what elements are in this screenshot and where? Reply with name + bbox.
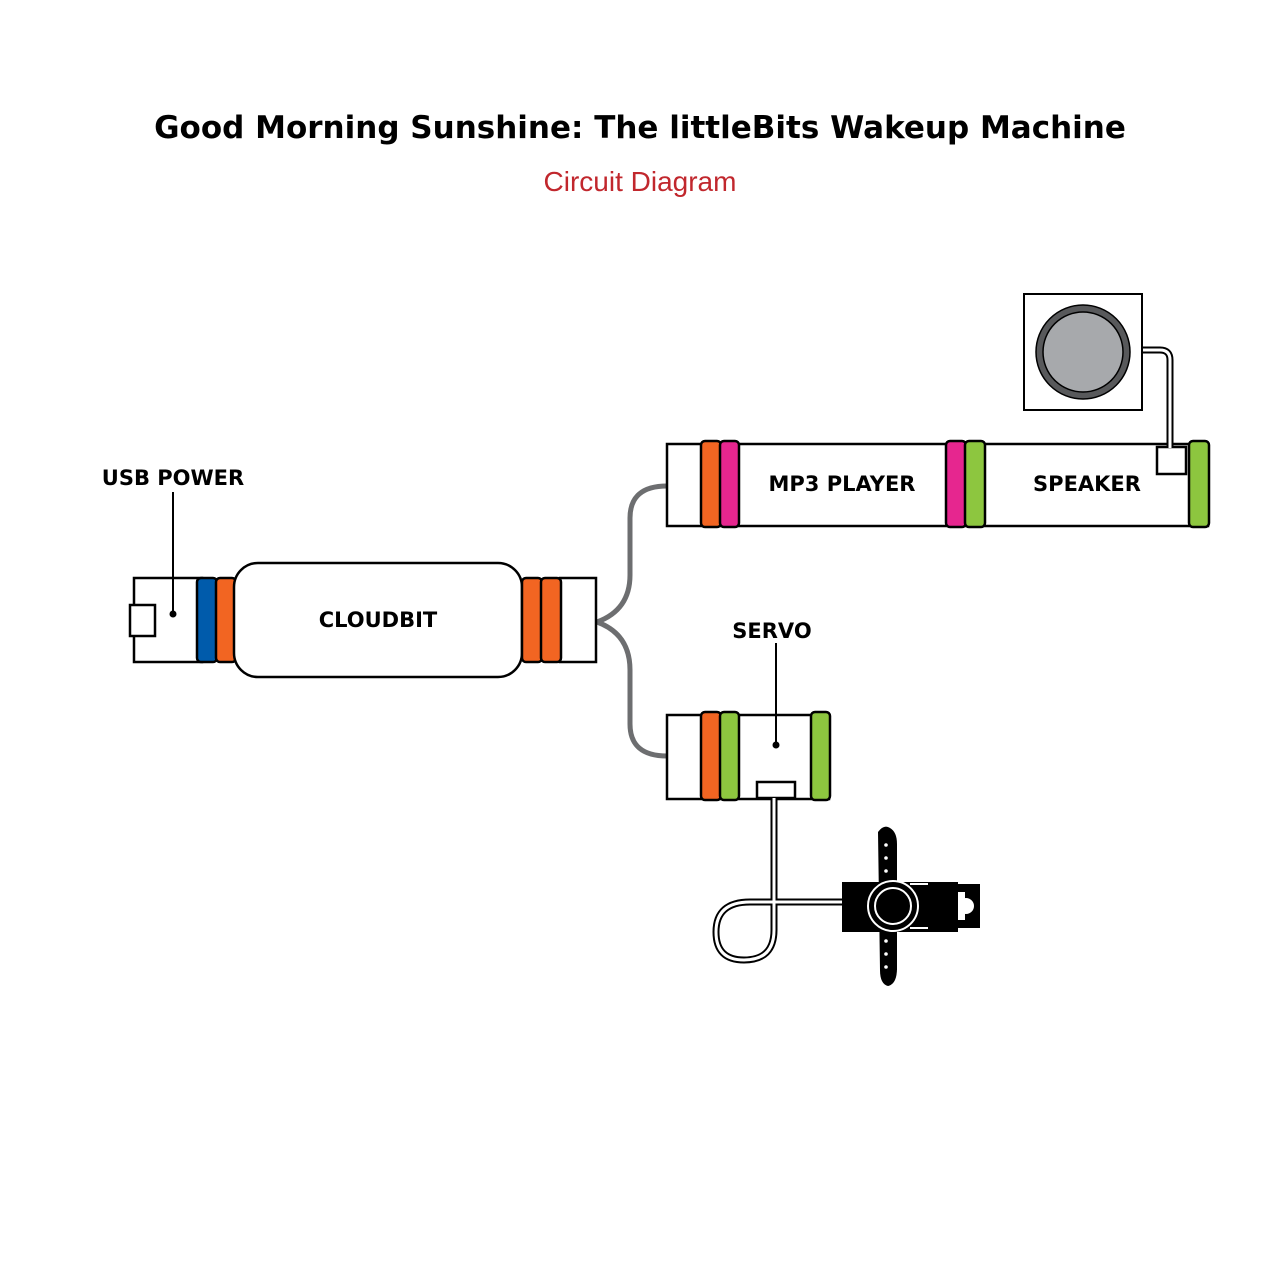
servo-module [665, 710, 832, 802]
speaker-device-icon [1023, 293, 1174, 448]
speaker-jack [1155, 445, 1188, 476]
power-connector-blue [195, 576, 219, 664]
cloudbit-connector-orange-1 [520, 576, 544, 664]
servo-connector-orange [699, 710, 723, 802]
mp3-speaker-chain [665, 439, 1211, 529]
mp3-player-label: MP3 PLAYER [769, 472, 916, 496]
cloudbit-module [232, 561, 598, 679]
servo-label: SERVO [732, 619, 811, 643]
cloudbit-connector-orange-2 [539, 576, 563, 664]
servo-jack [755, 780, 797, 800]
speaker-label: SPEAKER [1033, 472, 1141, 496]
servo-motor-icon [842, 826, 980, 986]
cloudbit-label: CLOUDBIT [319, 608, 438, 632]
speaker-out-connector-green [1187, 439, 1211, 529]
page-subtitle: Circuit Diagram [543, 166, 737, 197]
servo-connector-green [718, 710, 741, 802]
usb-power-label: USB POWER [102, 466, 244, 490]
usb-power-module [128, 576, 238, 664]
speaker-in-connector-green [963, 439, 987, 529]
mp3-connector-pink [718, 439, 741, 529]
mp3-out-connector-pink [944, 439, 968, 529]
mp3-connector-orange [699, 439, 723, 529]
page-title: Good Morning Sunshine: The littleBits Wa… [154, 110, 1126, 146]
servo-cable [712, 798, 860, 964]
servo-out-connector-green [809, 710, 832, 802]
branch-wire [596, 483, 668, 759]
